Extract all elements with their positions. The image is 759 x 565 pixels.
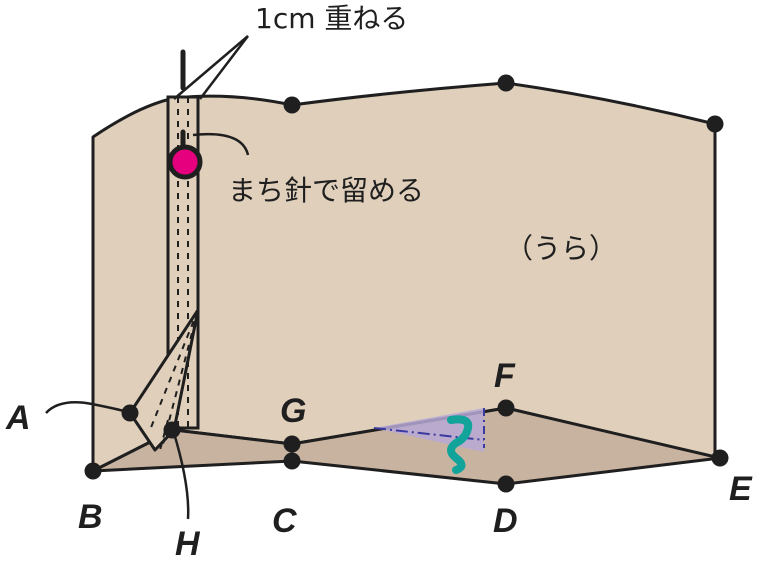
point-A-label: A [5, 399, 31, 437]
point-F-label: F [494, 357, 516, 395]
point-E-label: E [729, 470, 753, 508]
pin-label: まち針で留める [228, 174, 424, 207]
pin-leader [192, 133, 250, 156]
point-C-marker [283, 452, 301, 470]
point-H-marker [163, 421, 181, 439]
point-H-leader [171, 429, 190, 520]
reverse-side-label: （うら） [505, 232, 617, 265]
top-point-2-marker [497, 74, 515, 92]
point-H-label: H [175, 525, 201, 563]
point-B-label: B [78, 498, 103, 536]
wavy-fold-icon [447, 415, 473, 474]
overlap-leader-1 [173, 35, 249, 100]
overlap-label: 1cm 重ねる [255, 2, 408, 35]
point-B-marker [84, 462, 102, 480]
point-D-label: D [493, 502, 518, 540]
top-point-1-marker [283, 96, 301, 114]
point-F-marker [497, 399, 515, 417]
point-A-marker [121, 404, 139, 422]
left-wedge-dash-1 [149, 309, 199, 431]
point-D-marker [497, 475, 515, 493]
point-G-marker [283, 435, 301, 453]
top-point-3-marker [706, 115, 724, 133]
pin-icon [167, 144, 203, 180]
point-E-marker [711, 449, 729, 467]
point-A-leader [45, 401, 129, 414]
point-G-label: G [280, 392, 306, 430]
overlap-leader-2 [199, 35, 249, 100]
point-C-label: C [272, 502, 297, 540]
bottom-flap [91, 406, 722, 486]
